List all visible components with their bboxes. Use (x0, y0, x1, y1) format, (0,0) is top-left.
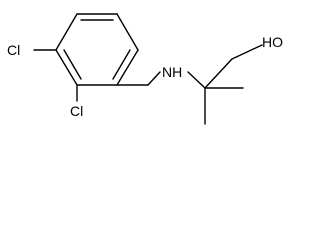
bond-nh-to-quaternary-carbon (187, 71, 206, 89)
ring-double-bond-right (112, 49, 131, 80)
ring-bond-2 (116, 13, 139, 51)
chlorine-label-lower: Cl (70, 103, 83, 119)
structure-canvas: Cl Cl NH HO (7, 13, 284, 125)
chemical-structure-diagram: Cl Cl NH HO (7, 13, 283, 125)
chlorine-label-upper: Cl (7, 42, 20, 58)
bond-methylene-to-nh (147, 71, 161, 86)
amine-label: NH (162, 64, 182, 80)
ring-bond-6 (55, 13, 78, 51)
ring-double-bond-left (63, 49, 82, 80)
bond-quaternary-carbon-to-hydroxymethyl (204, 58, 233, 89)
ring-bond-5 (55, 49, 78, 86)
hydroxyl-label: HO (262, 34, 283, 50)
bond-hydroxymethyl-to-hydroxyl (231, 44, 263, 60)
ring-bond-3 (116, 49, 139, 86)
